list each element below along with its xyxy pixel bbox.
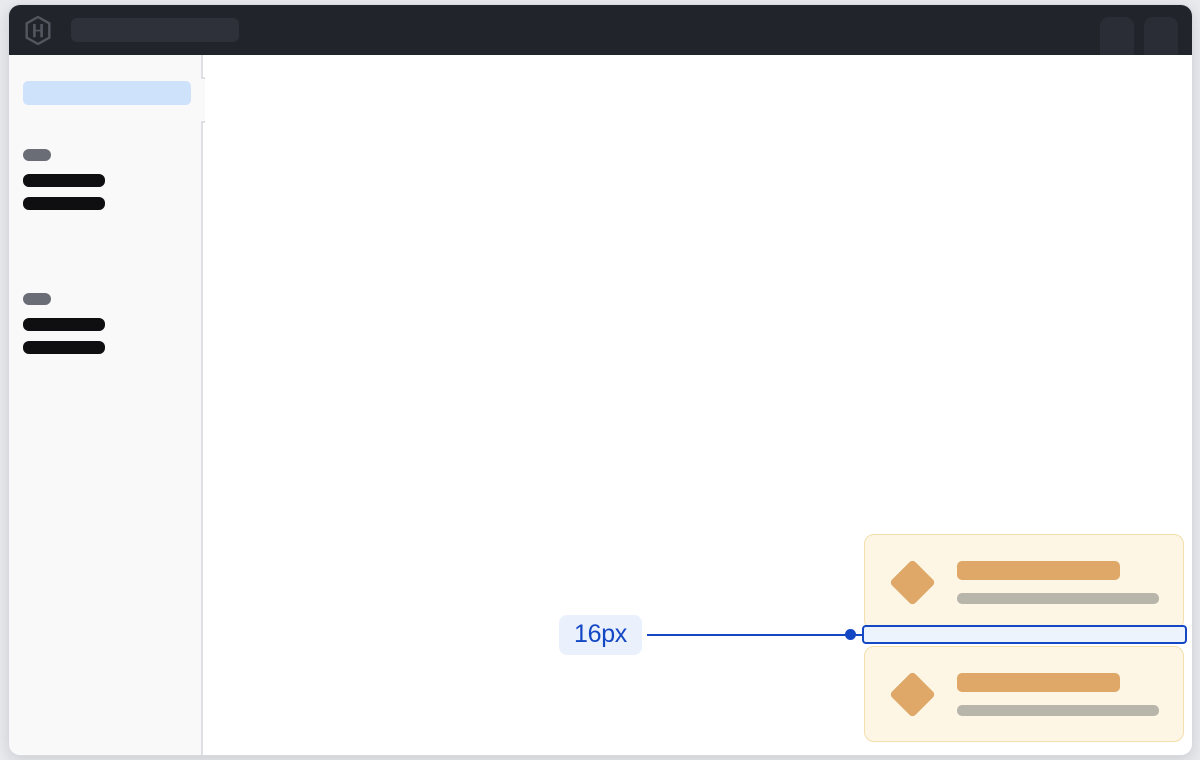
spacing-measurement-badge: 16px: [559, 615, 643, 655]
user-menu-chip[interactable]: [1100, 17, 1134, 57]
sidebar-item-selected[interactable]: [23, 81, 191, 105]
spacing-leader-line: [647, 634, 862, 636]
top-navigation-bar: [9, 5, 1192, 57]
diamond-icon: [889, 670, 936, 718]
app-window: 16px: [8, 4, 1193, 756]
sidebar-group-1: [23, 293, 105, 364]
hashicorp-hexagon-logo-icon[interactable]: [25, 15, 51, 45]
main-content-canvas: 16px: [205, 55, 1192, 755]
list-item-title: [957, 672, 1120, 692]
sidebar-group-label: [23, 149, 51, 161]
sidebar-group-0: [23, 149, 105, 220]
sidebar-item-1-1[interactable]: [23, 341, 105, 354]
spacing-measurement-box: [862, 625, 1187, 644]
spacing-leader-dot: [845, 629, 856, 640]
sidebar-group-label: [23, 293, 51, 305]
list-item[interactable]: [864, 534, 1184, 630]
sidebar-item-1-0[interactable]: [23, 318, 105, 331]
sidebar-item-0-1[interactable]: [23, 197, 105, 210]
search-input[interactable]: [71, 18, 239, 42]
account-menu-chip[interactable]: [1144, 17, 1178, 57]
list-item[interactable]: [864, 646, 1184, 742]
sidebar: [9, 55, 217, 755]
diamond-icon: [889, 558, 936, 606]
topbar-actions: [1100, 17, 1178, 57]
list-item-text: [957, 672, 1192, 716]
list-item-subtitle: [957, 704, 1159, 716]
list-item-subtitle: [957, 592, 1159, 604]
sidebar-item-0-0[interactable]: [23, 174, 105, 187]
list-item-title: [957, 560, 1120, 580]
list-item-text: [957, 560, 1192, 604]
